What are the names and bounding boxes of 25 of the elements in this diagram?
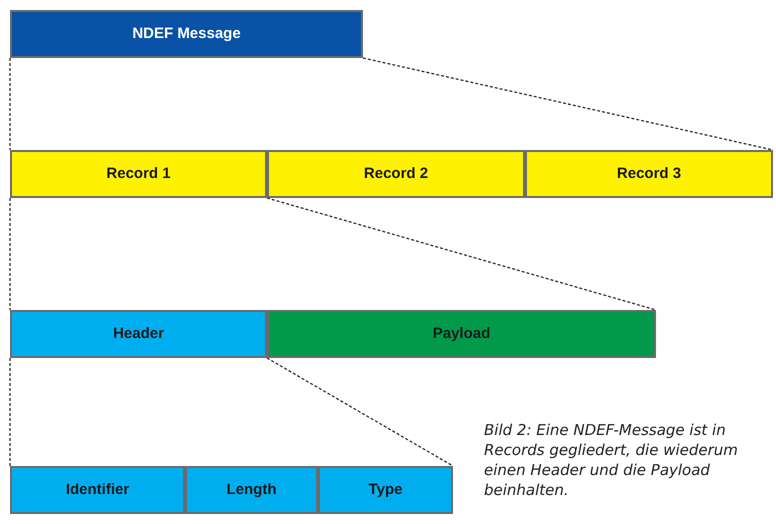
zoom-line (9, 358, 11, 466)
zoom-line (9, 58, 11, 150)
record-segment (10, 150, 267, 198)
caption: Bild 2: Eine NDEF-Message ist in Records gegliedert, die wiederum einen Header und die Payload beinhalten. (484, 420, 739, 500)
zoom-line (362, 57, 774, 151)
field-segment (10, 466, 185, 514)
record-segment (267, 150, 525, 198)
segment-label: Identifier (66, 480, 130, 500)
segment-label: Type (368, 480, 402, 500)
segment-label: Record 3 (616, 164, 682, 184)
segment-label: Record 2 (364, 164, 428, 184)
zoom-line (9, 198, 11, 310)
payload-segment (267, 310, 656, 358)
segment-label: Length (226, 480, 276, 500)
record-segment (525, 150, 773, 198)
field-segment (318, 466, 453, 514)
segment-label: NDEF Message (132, 24, 241, 44)
field-segment (185, 466, 318, 514)
segment-label: Payload (432, 324, 490, 344)
message-bar (10, 10, 363, 58)
header-segment (10, 310, 267, 358)
zoom-line (266, 357, 454, 467)
segment-label: Header (113, 324, 164, 344)
zoom-line (266, 197, 656, 311)
segment-label: Record 1 (106, 164, 171, 184)
